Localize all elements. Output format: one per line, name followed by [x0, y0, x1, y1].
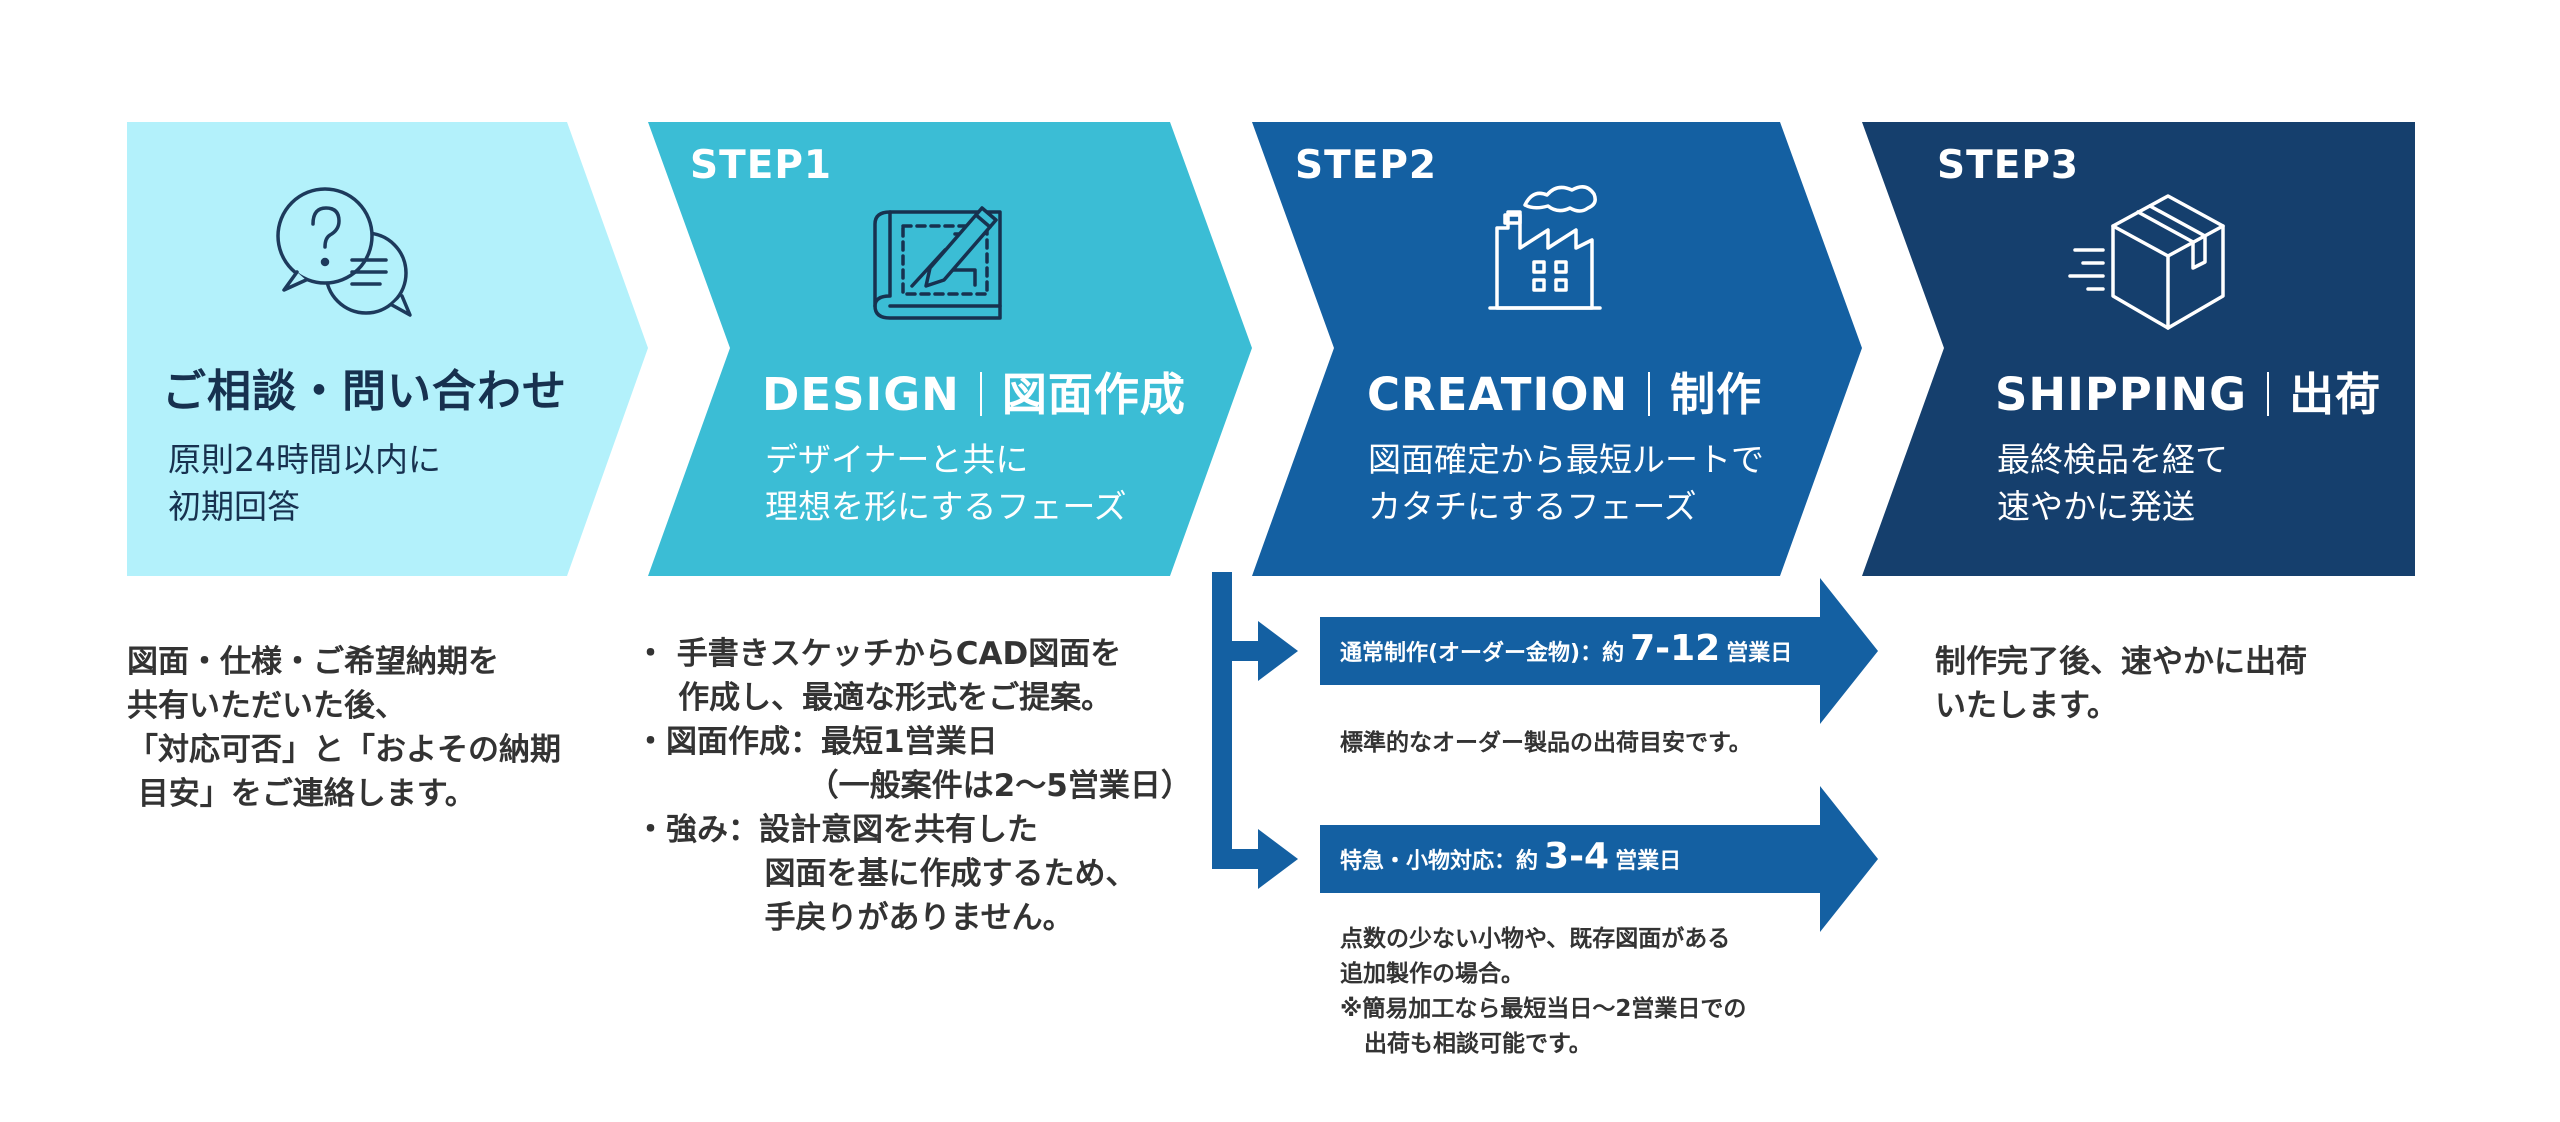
consult-chevron	[127, 122, 648, 576]
normal-label-suffix: 営業日	[1726, 641, 1793, 666]
title-separator	[1648, 372, 1651, 416]
bullet-line: ・ 手書きスケッチからCAD図面を	[635, 636, 1122, 672]
step3-subtitle: 最終検品を経て 速やかに発送	[1997, 440, 2228, 526]
normal-label-prefix: 通常制作(オーダー金物)：約	[1340, 641, 1625, 666]
step1-title-ja: 図面作成	[1001, 368, 1186, 421]
consult-title: ご相談・問い合わせ	[162, 366, 567, 417]
step2-title-en: CREATION	[1367, 368, 1629, 421]
step2-title-ja: 制作	[1670, 368, 1763, 421]
step1-label: STEP1	[690, 143, 833, 188]
bullet-line: ・強み：設計意図を共有した	[635, 812, 1038, 848]
shipping-box-icon	[2068, 194, 2225, 330]
step3-chevron	[1862, 122, 2415, 576]
question-chat-icon	[276, 187, 412, 317]
express-label-suffix: 営業日	[1615, 849, 1682, 874]
title-separator	[2267, 372, 2270, 416]
branch-connector	[1212, 572, 1298, 889]
consult-subtitle: 原則24時間以内に 初期回答	[168, 440, 441, 526]
step2-title: CREATION 制作	[1367, 358, 1762, 423]
blueprint-pencil-icon	[873, 206, 1002, 320]
express-arrow	[1320, 786, 1878, 932]
express-label-prefix: 特急・小物対応：約	[1340, 849, 1539, 874]
express-days: 3-4	[1544, 836, 1610, 877]
express-note: 点数の少ない小物や、既存図面がある 追加製作の場合。 ※簡易加工なら最短当日〜2…	[1340, 926, 1747, 1057]
step1-chevron	[648, 122, 1252, 576]
step3-title-ja: 出荷	[2289, 368, 2382, 421]
step1-title: DESIGN 図面作成	[762, 358, 1186, 423]
step3-title-en: SHIPPING	[1995, 368, 2248, 421]
step3-title: SHIPPING 出荷	[1995, 358, 2381, 423]
normal-production-note: 標準的なオーダー製品の出荷目安です。	[1340, 730, 1752, 756]
step3-label: STEP3	[1937, 143, 2080, 188]
consult-description: 図面・仕様・ご希望納期を 共有いただいた後、 「対応可否」と「およその納期 目安…	[127, 644, 561, 812]
step1-bullets: ・ 手書きスケッチからCAD図面を 作成し、最適な形式をご提案。 ・図面作成：最…	[635, 632, 1192, 940]
step1-subtitle: デザイナーと共に 理想を形にするフェーズ	[765, 440, 1127, 526]
step2-chevron	[1252, 122, 1862, 576]
normal-days: 7-12	[1630, 628, 1721, 669]
bullet-line: 作成し、最適な形式をご提案。	[635, 680, 1113, 716]
bullet-line: 手戻りがありません。	[635, 900, 1074, 936]
bullet-line: ・図面作成：最短1営業日	[635, 724, 998, 760]
step3-description: 制作完了後、速やかに出荷 いたします。	[1935, 644, 2307, 724]
bullet-line: （一般案件は2〜5営業日）	[635, 768, 1192, 804]
step2-subtitle: 図面確定から最短ルートで カタチにするフェーズ	[1368, 440, 1764, 526]
title-separator	[979, 372, 982, 416]
normal-production-arrow	[1320, 578, 1878, 724]
bullet-line: 図面を基に作成するため、	[635, 856, 1137, 892]
factory-icon	[1488, 185, 1602, 310]
step1-title-en: DESIGN	[762, 368, 960, 421]
step2-label: STEP2	[1295, 143, 1438, 188]
